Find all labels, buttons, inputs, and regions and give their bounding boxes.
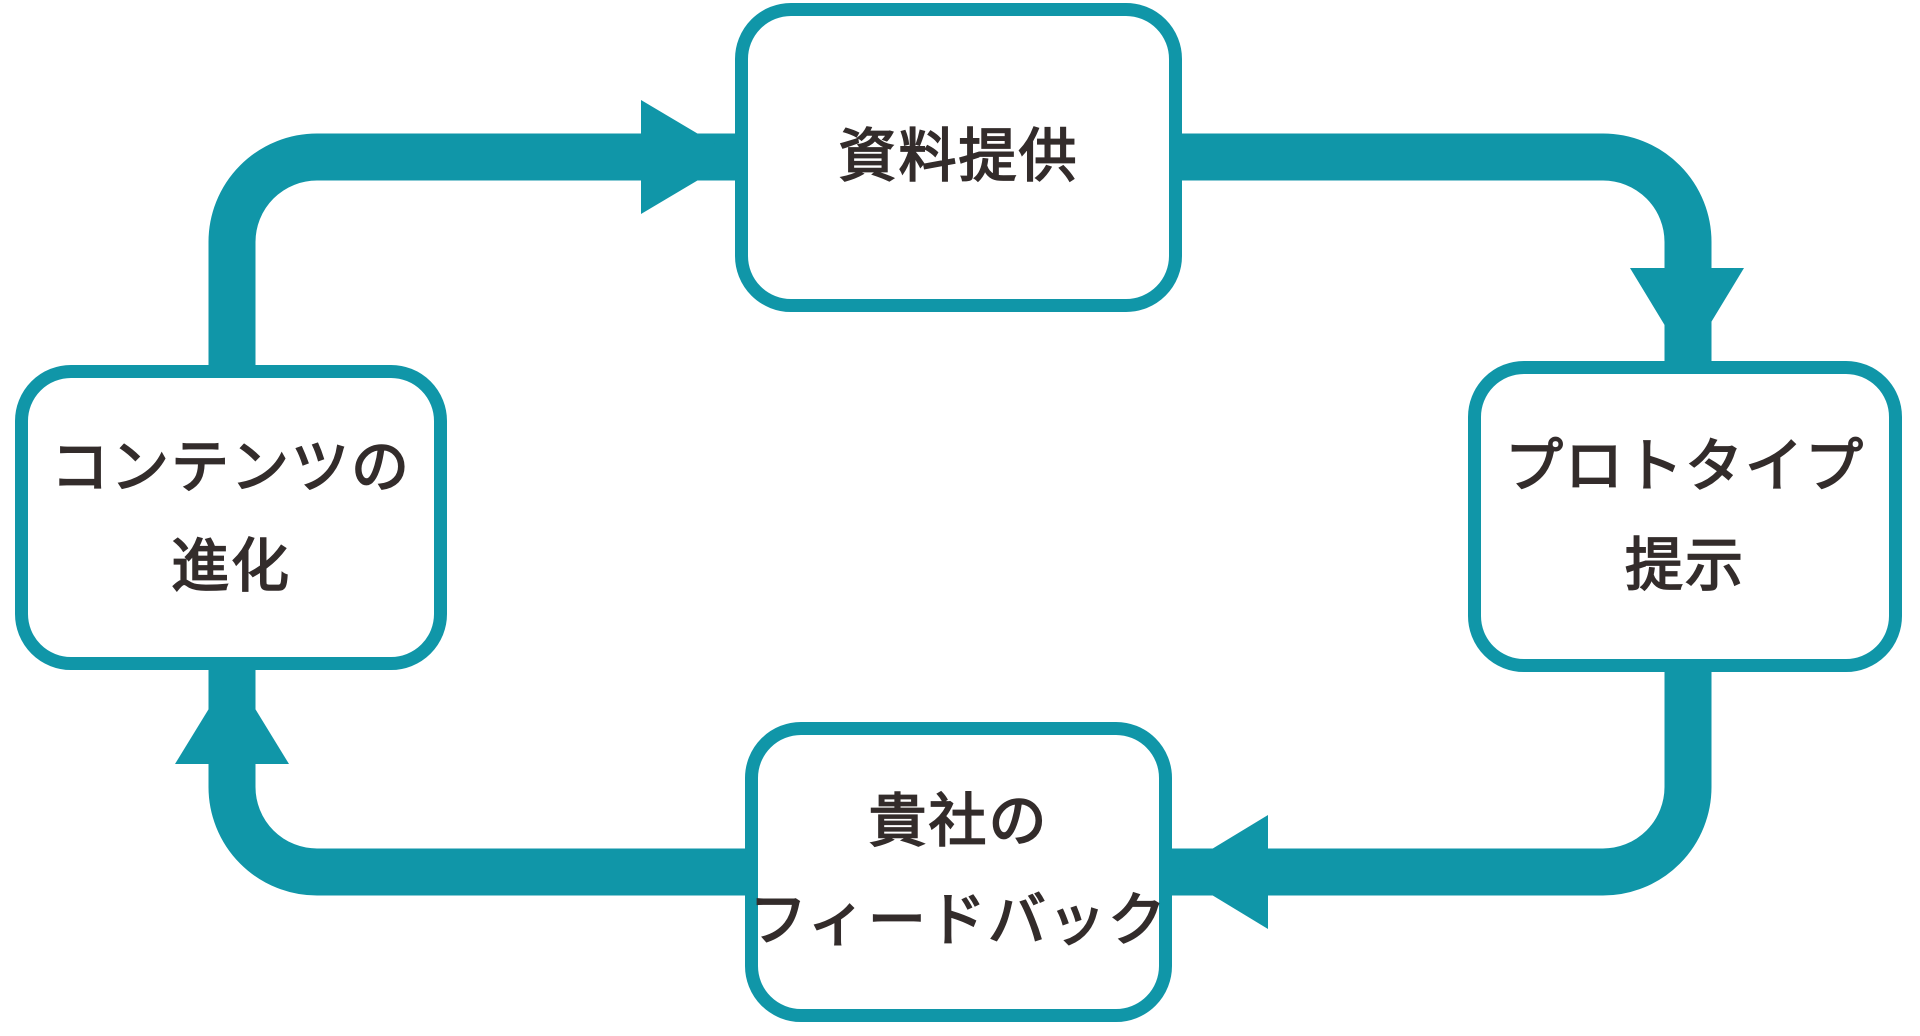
node-label-line: 進化: [170, 533, 291, 599]
arrowhead-right-icon: [641, 100, 737, 214]
node-prototype-presentation: プロトタイプ 提示: [1468, 361, 1902, 672]
node-label-line: 資料提供: [838, 124, 1079, 190]
node-label-line: フィードバック: [749, 888, 1168, 953]
node-label-line: 貴社の: [868, 789, 1049, 855]
node-content-evolution: コンテンツの 進化: [15, 365, 447, 670]
arrowhead-down-icon: [1630, 268, 1744, 362]
node-label-line: プロトタイプ: [1504, 433, 1865, 499]
arrowhead-left-icon: [1174, 815, 1268, 929]
node-document-provision: 資料提供: [735, 3, 1182, 312]
node-company-feedback: 貴社の フィードバック: [745, 722, 1172, 1022]
node-label-line: コンテンツの: [50, 434, 411, 500]
node-label-line: 提示: [1624, 532, 1745, 598]
cycle-ring-path: [208, 133, 1712, 896]
arrowhead-up-icon: [175, 671, 289, 764]
